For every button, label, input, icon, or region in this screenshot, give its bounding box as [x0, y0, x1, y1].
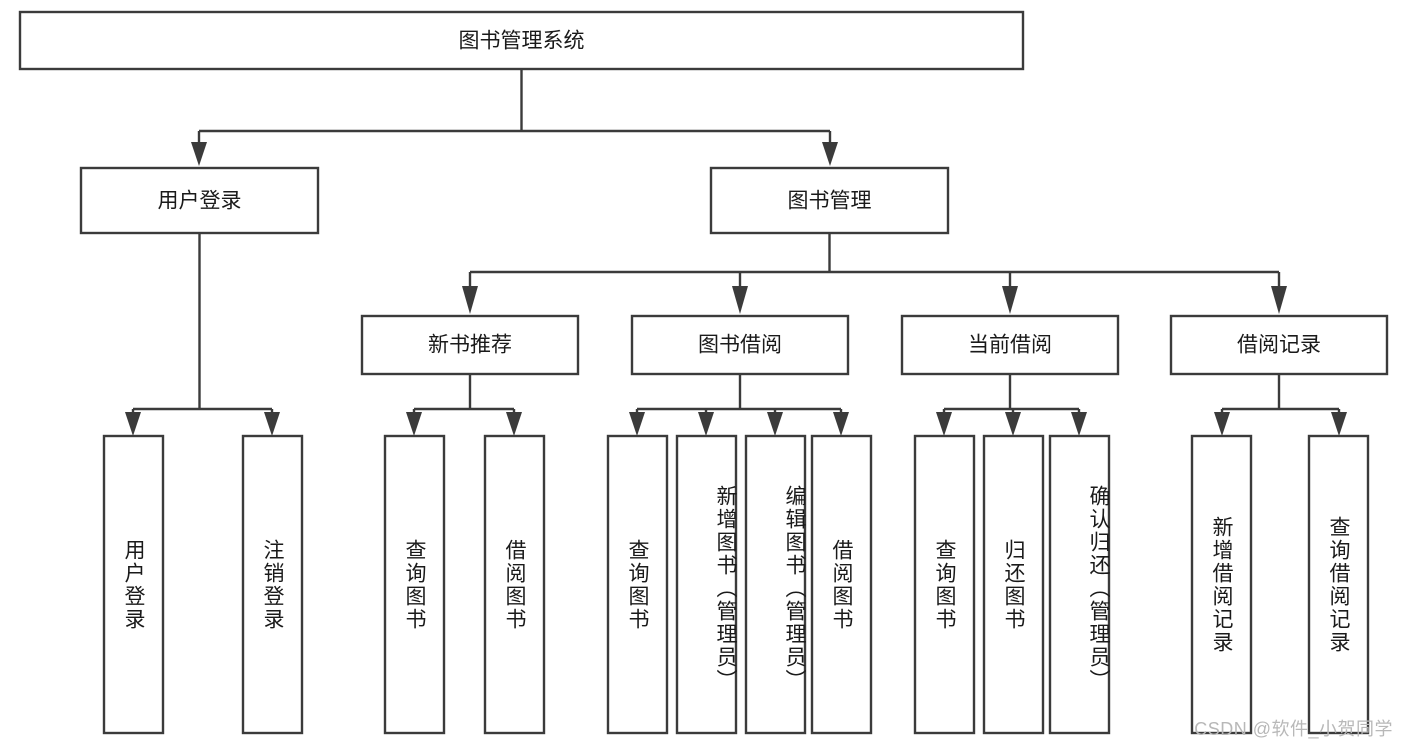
connector-current-borrow-to-leaves	[936, 374, 1087, 436]
leaf-box-new-book-recommend-0[interactable]	[383, 434, 446, 735]
node-root-box[interactable]	[18, 10, 1025, 71]
leaf-box-current-borrow-2[interactable]	[1048, 434, 1111, 735]
arrowhead-to-user-login	[191, 142, 207, 166]
node-new-book-recommend[interactable]: 新书推荐	[360, 314, 580, 376]
connector-book-manage-to-level3	[462, 233, 1287, 314]
csdn-watermark: CSDN @软件_小贺同学	[1194, 719, 1393, 739]
node-root[interactable]: 图书管理系统	[18, 10, 1025, 71]
leaf-box-user-login-1[interactable]	[241, 434, 304, 735]
connector-new-book-recommend-to-leaves	[406, 374, 522, 436]
node-book-borrow-label: 图书借阅	[698, 334, 782, 357]
leaf-box-borrow-record-1[interactable]	[1307, 434, 1370, 735]
leaf-box-new-book-recommend-1[interactable]	[483, 434, 546, 735]
node-user-login-label: 用户登录	[158, 190, 242, 213]
leaf-box-book-borrow-2[interactable]	[744, 434, 807, 735]
leaf-box-current-borrow-1[interactable]	[982, 434, 1045, 735]
node-current-borrow-label: 当前借阅	[968, 334, 1052, 357]
connector-borrow-record-to-leaves	[1214, 374, 1347, 436]
node-borrow-record[interactable]: 借阅记录	[1169, 314, 1389, 376]
node-book-manage[interactable]: 图书管理	[709, 166, 950, 235]
node-book-manage-label: 图书管理	[788, 190, 872, 213]
node-borrow-record-label: 借阅记录	[1237, 334, 1321, 357]
arrowhead-to-book-manage	[822, 142, 838, 166]
node-new-book-recommend-label: 新书推荐	[428, 334, 512, 357]
leaf-box-current-borrow-0[interactable]	[913, 434, 976, 735]
node-current-borrow-box[interactable]	[900, 314, 1120, 376]
node-user-login[interactable]: 用户登录	[79, 166, 320, 235]
node-user-login-box[interactable]	[79, 166, 320, 235]
connector-user-login-to-leaves	[125, 233, 280, 436]
leaf-box-borrow-record-0[interactable]	[1190, 434, 1253, 735]
leaf-box-book-borrow-3[interactable]	[810, 434, 873, 735]
leaf-box-book-borrow-0[interactable]	[606, 434, 669, 735]
leaf-box-book-borrow-1[interactable]	[675, 434, 738, 735]
node-new-book-recommend-box[interactable]	[360, 314, 580, 376]
leaf-box-user-login-0[interactable]	[102, 434, 165, 735]
node-current-borrow[interactable]: 当前借阅	[900, 314, 1120, 376]
connector-root-to-level2	[191, 69, 838, 166]
node-root-label: 图书管理系统	[459, 30, 585, 53]
connector-book-borrow-to-leaves	[629, 374, 849, 436]
node-book-borrow[interactable]: 图书借阅	[630, 314, 850, 376]
